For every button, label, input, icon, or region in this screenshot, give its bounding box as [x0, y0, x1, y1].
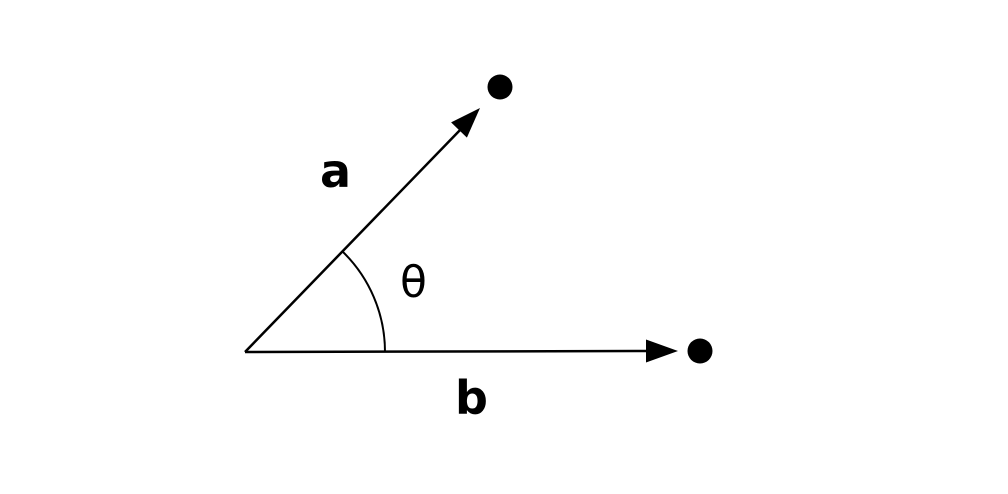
vector-b-endpoint-dot: [687, 338, 713, 364]
angle-label: θ: [400, 257, 427, 308]
vector-a-arrowhead-icon: [451, 108, 480, 138]
vector-a-endpoint-dot: [487, 74, 513, 100]
vector-b-label: b: [455, 371, 488, 425]
vector-b-line: [244, 349, 653, 354]
angle-arc: [341, 250, 386, 353]
vector-b-arrowhead-icon: [646, 339, 678, 363]
vector-a-label: a: [320, 144, 351, 198]
vector-a-line: [244, 127, 463, 353]
